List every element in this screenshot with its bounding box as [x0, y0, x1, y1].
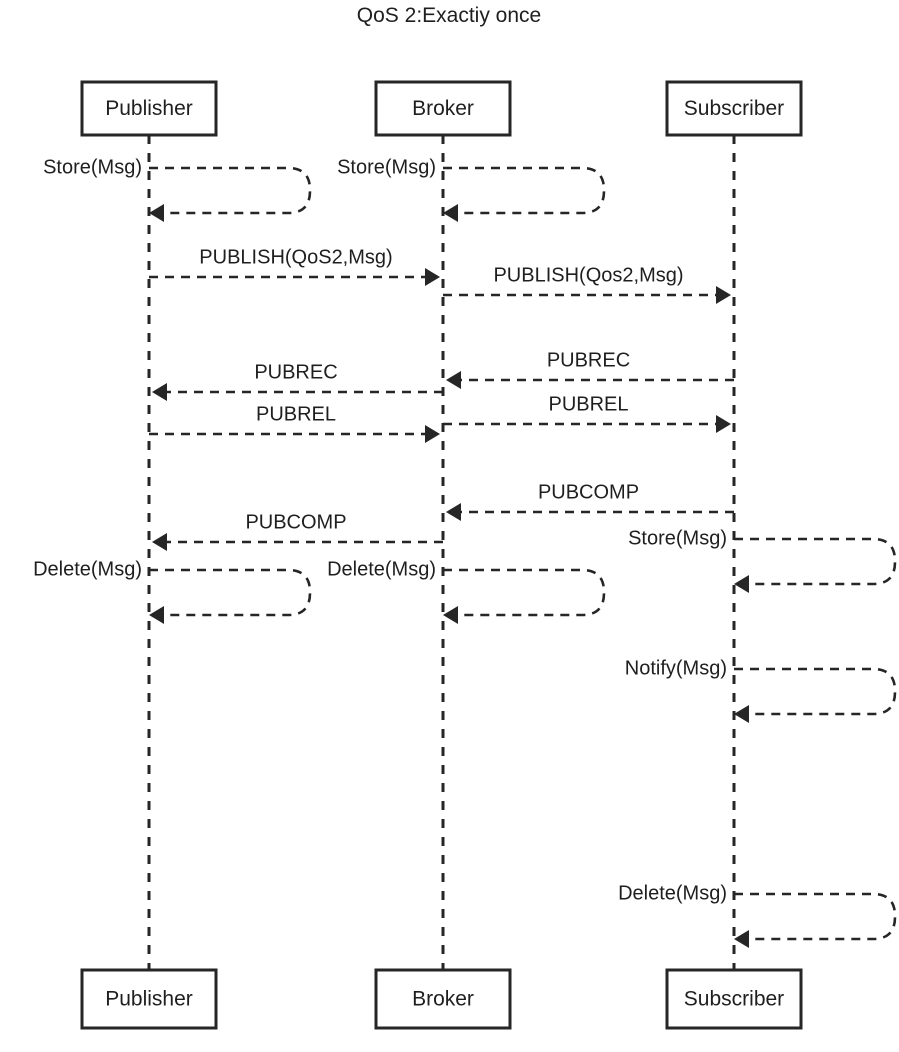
message-m11[interactable]: Store(Msg) [628, 527, 897, 593]
arrowhead-m12 [149, 606, 164, 624]
message-path-m11 [734, 537, 897, 586]
message-path-m14 [734, 667, 897, 716]
message-m12[interactable]: Delete(Msg) [33, 558, 312, 624]
lifelines-layer [147, 135, 736, 970]
actor-box-publisher-bottom [80, 968, 218, 1030]
message-m2[interactable]: Store(Msg) [337, 156, 606, 222]
actor-label-subscriber-top: Subscriber [684, 97, 784, 120]
message-label-m3: PUBLISH(QoS2,Msg) [199, 246, 392, 268]
actor-publisher-bottom[interactable]: Publisher [80, 968, 218, 1030]
message-label-m5: PUBREC [254, 361, 337, 383]
message-m3[interactable]: PUBLISH(QoS2,Msg) [149, 246, 440, 286]
message-path-m12 [149, 568, 312, 617]
page-title: QoS 2:Exactiy once [357, 4, 541, 27]
message-label-m13: Delete(Msg) [327, 558, 436, 580]
actor-box-subscriber-bottom [665, 968, 803, 1030]
arrowhead-m4 [716, 286, 731, 304]
message-label-m15: Delete(Msg) [618, 882, 727, 904]
message-label-m4: PUBLISH(Qos2,Msg) [493, 264, 683, 286]
message-label-m9: PUBCOMP [538, 481, 639, 503]
message-m10[interactable]: PUBCOMP [152, 511, 443, 551]
message-m14[interactable]: Notify(Msg) [625, 657, 897, 723]
message-label-m10: PUBCOMP [245, 511, 346, 533]
message-label-m11: Store(Msg) [628, 527, 727, 549]
actor-label-broker-bottom: Broker [412, 988, 474, 1011]
actor-label-subscriber-bottom: Subscriber [684, 988, 784, 1011]
arrowhead-m11 [734, 575, 749, 593]
arrowhead-m8 [716, 415, 731, 433]
actor-box-broker-top [374, 80, 512, 137]
message-label-m7: PUBREL [256, 403, 336, 425]
arrowhead-m6 [446, 371, 461, 389]
message-path-m1 [149, 166, 312, 215]
actor-broker-bottom[interactable]: Broker [374, 968, 512, 1030]
message-path-m13 [443, 568, 606, 617]
actor-subscriber-top[interactable]: Subscriber [665, 80, 803, 137]
actor-boxes-top: Publisher Broker Subscriber [80, 80, 803, 137]
arrowhead-m2 [443, 204, 458, 222]
message-path-m15 [734, 892, 897, 941]
arrowhead-m5 [152, 383, 167, 401]
message-label-m14: Notify(Msg) [625, 657, 727, 679]
message-m6[interactable]: PUBREC [446, 349, 734, 389]
message-m13[interactable]: Delete(Msg) [327, 558, 606, 624]
actor-broker-top[interactable]: Broker [374, 80, 512, 137]
actor-boxes-bottom: Publisher Broker Subscriber [80, 968, 803, 1030]
message-m8[interactable]: PUBREL [443, 393, 731, 433]
actor-publisher-top[interactable]: Publisher [80, 80, 218, 137]
arrowhead-m14 [734, 705, 749, 723]
message-label-m6: PUBREC [547, 349, 630, 371]
message-m9[interactable]: PUBCOMP [446, 481, 734, 521]
message-label-m1: Store(Msg) [43, 156, 142, 178]
actor-label-publisher-top: Publisher [105, 97, 193, 120]
actor-box-subscriber-top [665, 80, 803, 137]
arrowhead-m15 [734, 930, 749, 948]
arrowhead-m10 [152, 533, 167, 551]
message-m5[interactable]: PUBREC [152, 361, 443, 401]
arrowhead-m13 [443, 606, 458, 624]
actor-label-broker-top: Broker [412, 97, 474, 120]
messages-layer: Store(Msg) Store(Msg) PUBLISH(QoS2,Msg) PUB… [33, 156, 897, 948]
message-m4[interactable]: PUBLISH(Qos2,Msg) [443, 264, 731, 304]
arrowhead-m9 [446, 503, 461, 521]
actor-subscriber-bottom[interactable]: Subscriber [665, 968, 803, 1030]
arrowhead-m1 [149, 204, 164, 222]
message-m15[interactable]: Delete(Msg) [618, 882, 897, 948]
message-label-m12: Delete(Msg) [33, 558, 142, 580]
message-m7[interactable]: PUBREL [149, 403, 440, 443]
message-label-m8: PUBREL [548, 393, 628, 415]
actor-box-broker-bottom [374, 968, 512, 1030]
message-label-m2: Store(Msg) [337, 156, 436, 178]
actor-box-publisher-top [80, 80, 218, 137]
message-m1[interactable]: Store(Msg) [43, 156, 312, 222]
message-path-m2 [443, 166, 606, 215]
actor-label-publisher-bottom: Publisher [105, 988, 193, 1011]
arrowhead-m3 [425, 268, 440, 286]
arrowhead-m7 [425, 425, 440, 443]
